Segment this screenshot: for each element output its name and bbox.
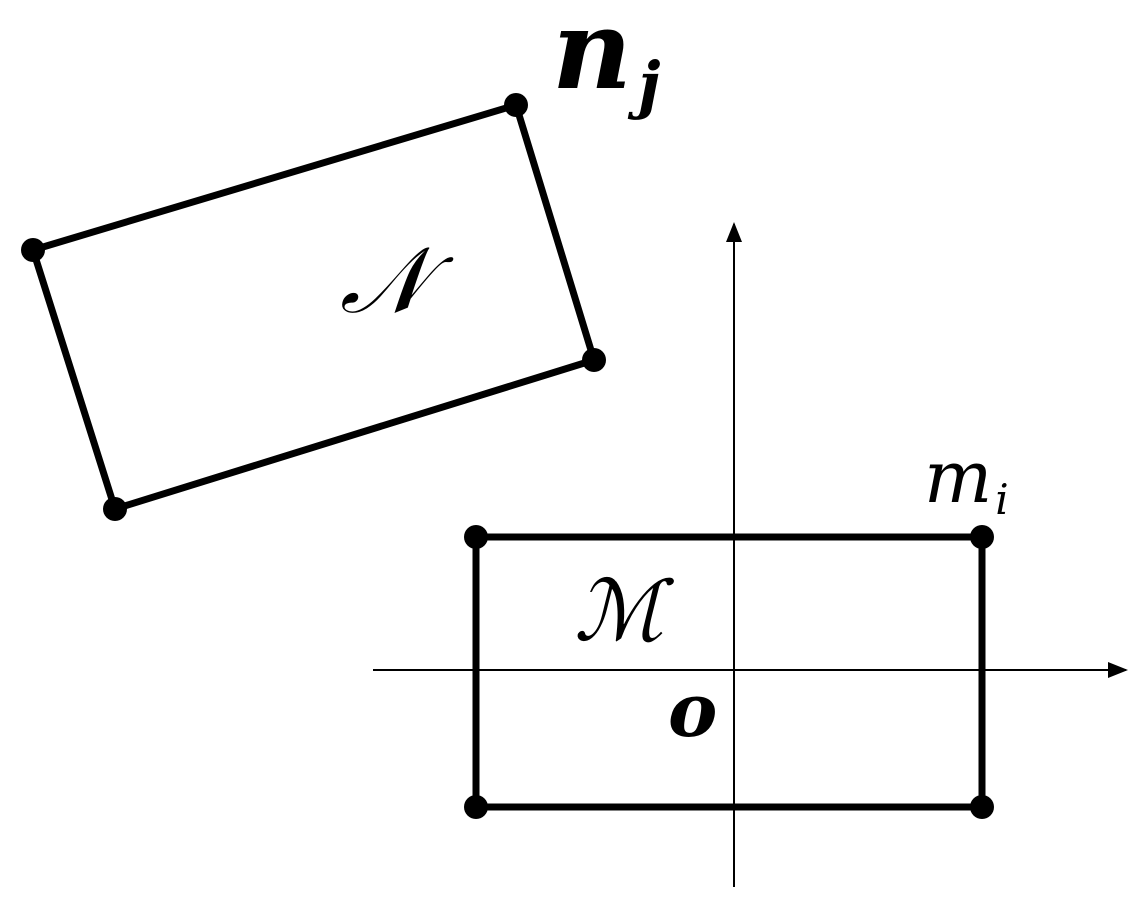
label-point-n-subscript: j (627, 48, 660, 121)
rectangle-n (21, 93, 606, 521)
label-origin: o (668, 668, 717, 754)
vertex-m-bottom-left (464, 795, 488, 819)
label-point-m-subscript: i (995, 475, 1008, 524)
rectangle-m-outline (472, 533, 986, 811)
label-point-m: mi (924, 435, 1009, 524)
label-point-n-base: n (552, 0, 632, 114)
label-point-m-base: m (924, 435, 992, 519)
vertex-m-top-left (464, 525, 488, 549)
vertex-n-right (582, 348, 606, 372)
rectangle-m (464, 525, 994, 819)
vertex-n-left (21, 238, 45, 262)
label-set-n: 𝒩 (340, 227, 454, 334)
vertex-m-top-right (970, 525, 994, 549)
label-point-n: nj (552, 0, 660, 121)
rectangle-n-outline (29, 101, 598, 513)
vertex-m-bottom-right (970, 795, 994, 819)
coordinate-axes (373, 222, 1128, 887)
vertex-n-top (504, 93, 528, 117)
vertex-n-bottom (103, 497, 127, 521)
label-set-m: ℳ (574, 562, 675, 660)
